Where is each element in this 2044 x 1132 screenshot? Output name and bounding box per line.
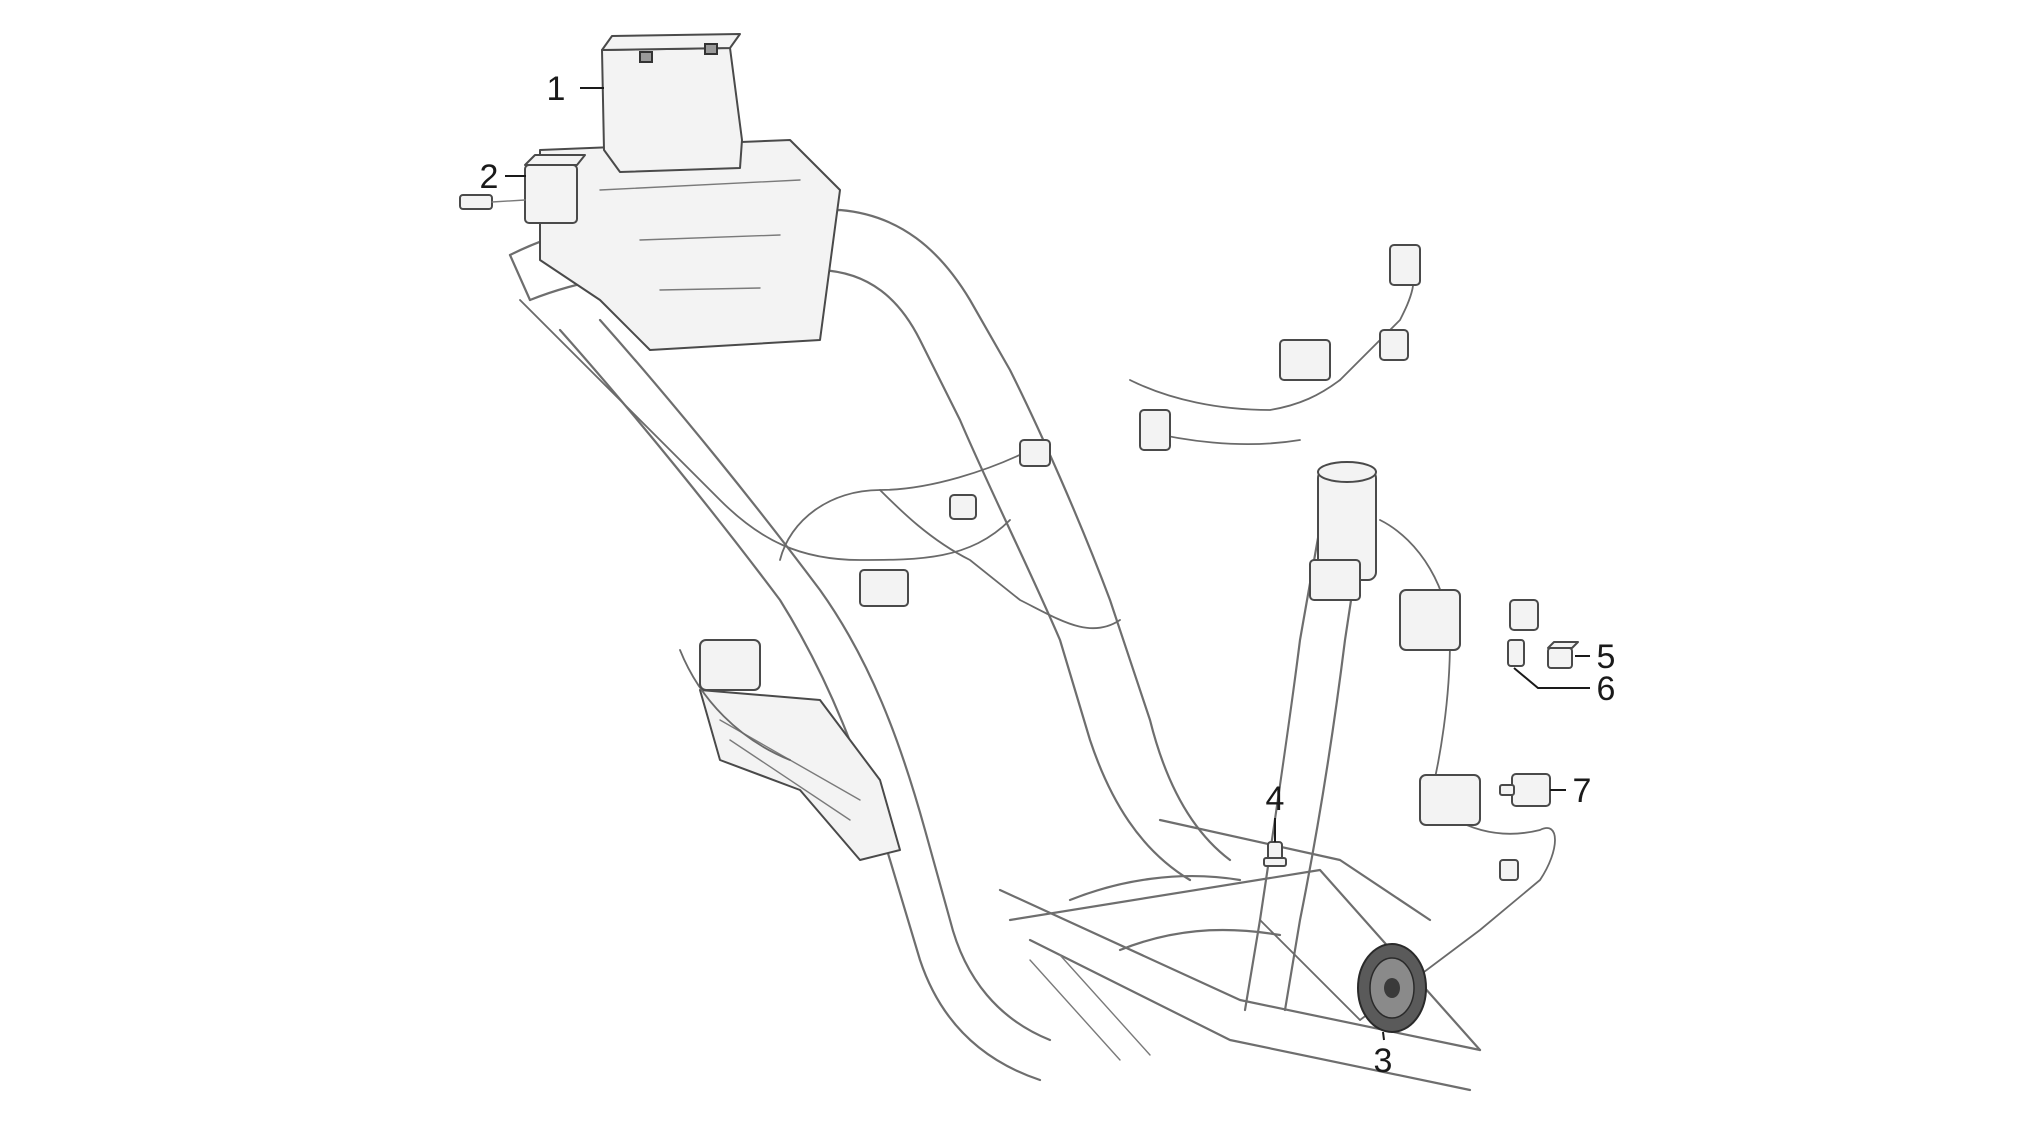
rear-mudguard (699, 689, 901, 861)
callout-5: 5 (1597, 638, 1616, 676)
connector (859, 569, 909, 607)
connector (1509, 599, 1539, 631)
relay (1547, 641, 1579, 669)
wiring-harness (519, 244, 1556, 1021)
connector (1279, 339, 1331, 381)
fuse-box (459, 154, 586, 224)
connector (1379, 329, 1409, 361)
callout-2: 2 (480, 158, 499, 196)
callout-6: 6 (1597, 670, 1616, 708)
callout-labels: 1 2 3 4 5 6 7 (480, 70, 1616, 1080)
horn (1357, 943, 1427, 1033)
connector (1389, 244, 1421, 286)
callout-4: 4 (1266, 780, 1285, 818)
connector (1309, 559, 1361, 601)
leader-lines (505, 87, 1590, 1041)
underseat-battery-tray (539, 139, 841, 351)
connector (1139, 409, 1171, 451)
callout-3: 3 (1374, 1042, 1393, 1080)
diode-module (1507, 639, 1525, 667)
voltage-regulator (1399, 589, 1461, 651)
scooter-frame (508, 139, 1482, 1092)
connector (1499, 859, 1519, 881)
connector (949, 494, 977, 520)
starter-relay (1499, 773, 1551, 807)
leader-line-6 (1513, 667, 1590, 689)
leader-line-3 (1382, 1031, 1385, 1041)
starter-relay-bracket (1419, 774, 1481, 826)
connector (1019, 439, 1051, 467)
callout-7: 7 (1573, 772, 1592, 810)
rear-connector-block (699, 639, 761, 691)
callout-1: 1 (547, 70, 566, 108)
battery (601, 33, 743, 173)
stop-switch (1263, 841, 1287, 867)
steering-head-top (1317, 461, 1377, 483)
